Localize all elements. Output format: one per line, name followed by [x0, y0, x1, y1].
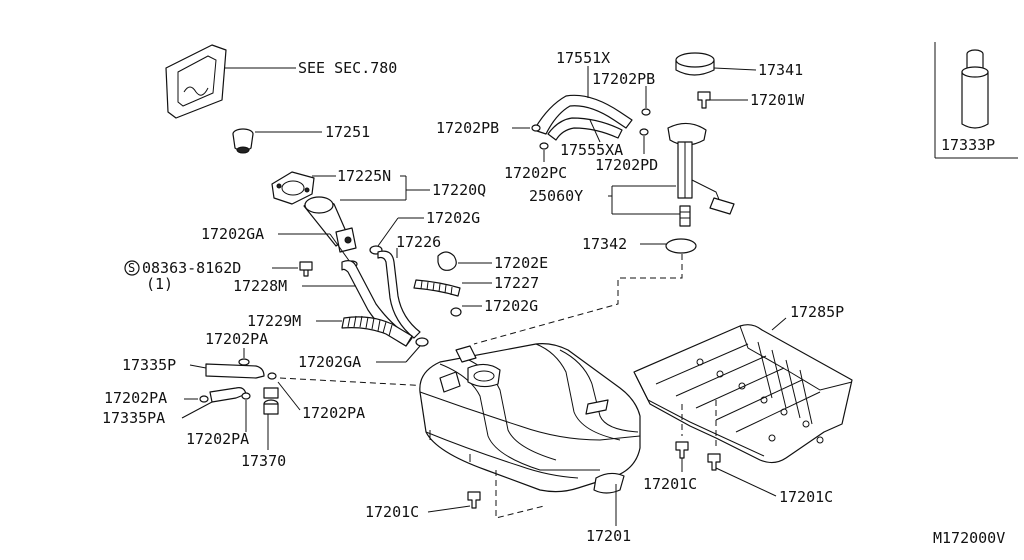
part-17225n-filler-flange: [271, 171, 315, 205]
part-17229m-ribs: [347, 315, 393, 337]
part-17202pc-clamp: [539, 142, 549, 150]
dashed-link-shield: [681, 400, 717, 450]
part-17201-fuel-tank: [419, 343, 641, 494]
label-17202ga-top: 17202GA: [201, 225, 264, 243]
label-17335pa: 17335PA: [102, 409, 165, 427]
label-17202pd: 17202PD: [595, 156, 658, 174]
label-17202pa-c: 17202PA: [186, 430, 249, 448]
label-17341: 17341: [758, 61, 803, 79]
leader-17202ga-top-b: [329, 233, 351, 263]
diagram-code: M172000V: [933, 529, 1005, 547]
dashed-link-gasket-tank: [473, 254, 683, 345]
label-17202pa-b: 17202PA: [104, 389, 167, 407]
leader-17555xa: [589, 119, 601, 143]
part-17229m-corrugated-hose: [341, 316, 413, 347]
leader-17201c-a: [427, 505, 471, 513]
label-see-sec: SEE SEC.780: [298, 59, 397, 77]
part-17202pd-clamp: [639, 128, 649, 136]
leader-17202ga-bot-b: [405, 345, 421, 363]
leader-17335pa: [181, 401, 213, 419]
part-17202pa-clamp-a: [238, 358, 250, 366]
label-17201: 17201: [586, 527, 631, 545]
leader-17341: [713, 67, 757, 71]
part-17201c-bolt-c: [707, 453, 721, 471]
part-17220q-filler-tube: [303, 196, 357, 253]
label-17202g-mid: 17202G: [484, 297, 538, 315]
part-bolt-08363: S 08363-8162D (1): [124, 259, 313, 293]
part-17333p-drawing: [961, 49, 989, 129]
part-17251-grommet: [232, 128, 254, 154]
label-17202ga-bot: 17202GA: [298, 353, 361, 371]
label-17201w: 17201W: [750, 91, 805, 109]
part-17551x-tube: [533, 94, 633, 135]
leader-17335p: [189, 364, 207, 369]
label-17201c-a: 17201C: [365, 503, 419, 521]
label-17201c-b: 17201C: [643, 475, 697, 493]
label-bolt-08363: 08363-8162D: [142, 259, 241, 277]
label-bolt-qty: (1): [146, 275, 173, 293]
part-17202pa-clamp-b: [199, 395, 209, 403]
part-17202pb-clamp-a: [641, 108, 651, 116]
label-25060y: 25060Y: [529, 187, 583, 205]
label-17201c-c: 17201C: [779, 488, 833, 506]
part-17555xa-tube: [547, 117, 623, 141]
part-17226-breather-hose: [377, 250, 421, 339]
label-17220q: 17220Q: [432, 181, 486, 199]
label-17202pa-d: 17202PA: [302, 404, 365, 422]
label-17202e: 17202E: [494, 254, 548, 272]
label-17285p: 17285P: [790, 303, 844, 321]
label-17202pa-a: 17202PA: [205, 330, 268, 348]
label-17225n: 17225N: [337, 167, 391, 185]
label-17227: 17227: [494, 274, 539, 292]
part-17227-hose: [413, 279, 461, 297]
part-17202g-clamp-mid: [450, 307, 462, 317]
part-17335p-tube: [205, 363, 265, 379]
label-17333p: 17333P: [941, 136, 995, 154]
leader-17202pa-d: [277, 381, 301, 411]
leader-17202g-top-b: [377, 217, 399, 247]
label-17251: 17251: [325, 123, 370, 141]
label-17551x: 17551X: [556, 49, 610, 67]
part-17285p-tank-shield: [633, 324, 853, 464]
label-17229m: 17229M: [247, 312, 301, 330]
part-heat-shield-see-sec: [165, 44, 227, 119]
part-25060y-fuel-sender: [667, 122, 735, 227]
dashed-link-tank-bottom: [495, 470, 545, 519]
part-17335pa-tube: [209, 387, 247, 403]
part-17201w-screw: [697, 91, 711, 109]
part-clamp-17335p-end: [267, 372, 277, 380]
part-17341-ring-top: [675, 52, 715, 68]
part-17201c-bolt-a: [467, 491, 481, 509]
part-17342-gasket: [665, 238, 697, 254]
label-17226: 17226: [396, 233, 441, 251]
dashed-link-valve-tank: [279, 377, 431, 387]
label-17202pc: 17202PC: [504, 164, 567, 182]
part-17202pa-clamp-c: [241, 392, 251, 400]
part-17370-valve: [263, 387, 279, 415]
label-17335p: 17335P: [122, 356, 176, 374]
label-17202g-top: 17202G: [426, 209, 480, 227]
label-17202pb-b: 17202PB: [436, 119, 499, 137]
leader-17285p: [771, 317, 787, 331]
label-17555xa: 17555XA: [560, 141, 623, 159]
label-17202pb-a: 17202PB: [592, 70, 655, 88]
part-17202e-clamp: [437, 251, 457, 271]
part-17227-ribs: [420, 280, 453, 296]
bolt-symbol: S: [128, 261, 135, 275]
leader-17201c-c: [715, 467, 777, 497]
label-17342: 17342: [582, 235, 627, 253]
part-17201c-bolt-b: [675, 441, 689, 459]
part-17202ga-clamp-bot: [415, 337, 429, 347]
part-17202pb-clamp-b: [531, 124, 541, 132]
bolt-08363-drawing: [299, 261, 313, 277]
label-17228m: 17228M: [233, 277, 287, 295]
inset-box: 17333P: [934, 42, 1018, 159]
label-17370: 17370: [241, 452, 286, 470]
